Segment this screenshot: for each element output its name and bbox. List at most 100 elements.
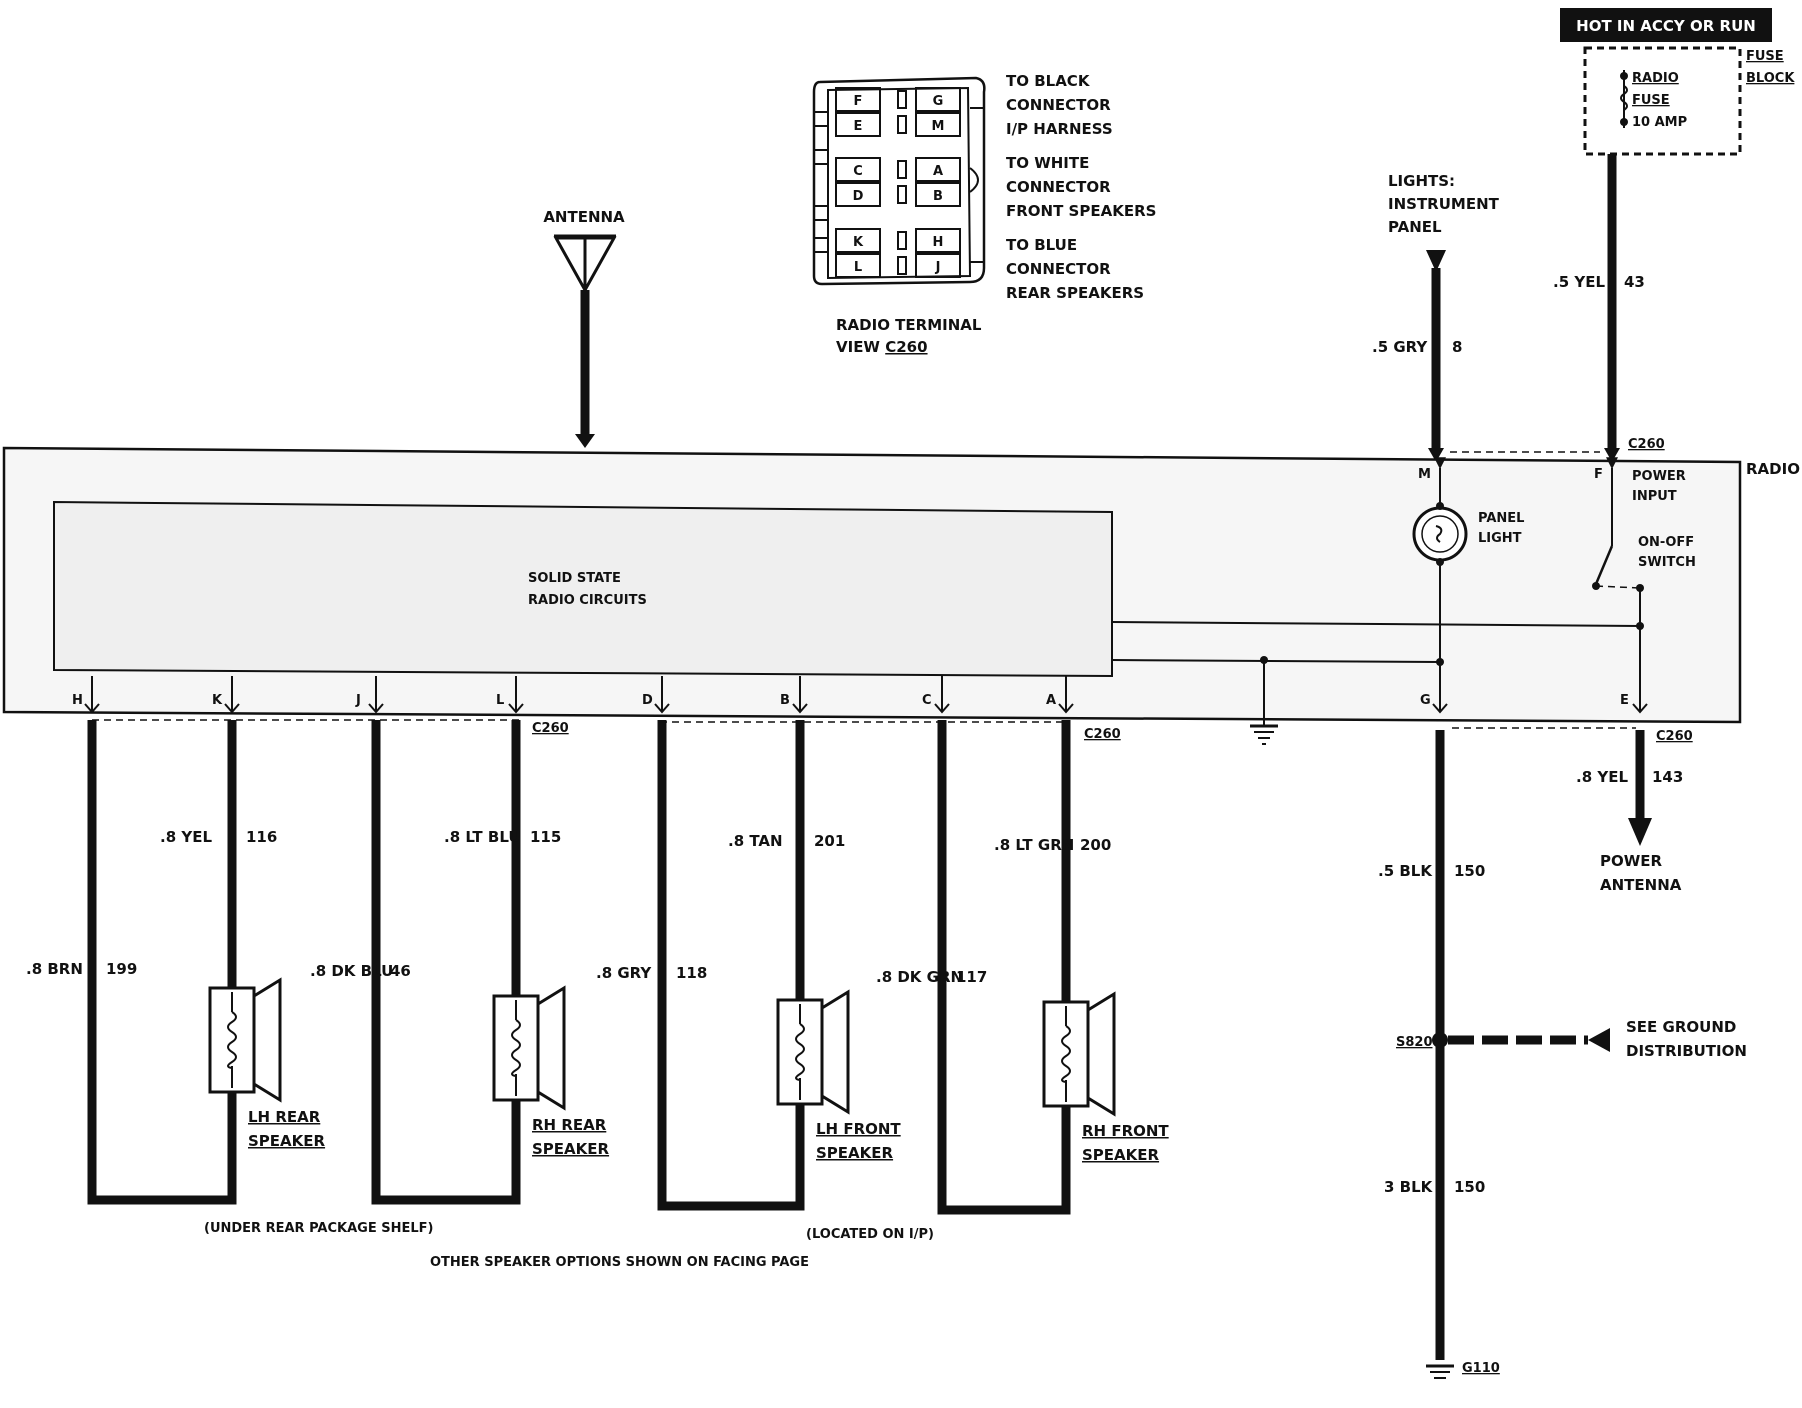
solid-state-circuits-box xyxy=(53,500,1113,678)
connector-keyway xyxy=(897,256,907,275)
connector-keyway xyxy=(897,160,907,179)
splice-label: S820 xyxy=(1396,1035,1433,1050)
fuse-block: RADIO FUSE 10 AMP FUSE BLOCK xyxy=(1583,46,1795,156)
connector-cell xyxy=(915,228,961,253)
note-blue-1: TO BLUE xyxy=(1006,236,1077,254)
pin-arrow-icon xyxy=(1632,703,1648,714)
speaker-cone-icon xyxy=(820,989,850,1115)
connector-cell xyxy=(915,87,961,112)
pin-l: L xyxy=(496,693,504,708)
pin-arrow-icon xyxy=(84,703,100,714)
speaker-name: LH REAR xyxy=(248,1108,321,1126)
lights-label-1: LIGHTS: xyxy=(1388,172,1455,190)
power-antenna-label-2: ANTENNA xyxy=(1600,876,1682,894)
on-off-switch-icon xyxy=(1592,545,1644,592)
wire-circuit-label: 116 xyxy=(246,828,277,846)
power-antenna-label-1: POWER xyxy=(1600,852,1663,870)
c260-rear-ref: C260 xyxy=(532,721,569,736)
fuse-feed-circuit: 43 xyxy=(1624,273,1645,291)
panel-light-bulb-icon xyxy=(1412,502,1468,566)
pin-arrow-icon xyxy=(508,703,524,714)
radio-label: RADIO xyxy=(1746,460,1800,478)
pin-arrow-icon xyxy=(224,703,240,714)
connector-cell xyxy=(915,157,961,182)
fuse-block-label-2: BLOCK xyxy=(1746,71,1795,86)
wire-circuit-label: 46 xyxy=(390,962,411,980)
speaker-name-2: SPEAKER xyxy=(248,1132,326,1150)
pin-k: K xyxy=(212,693,223,708)
pin-d: D xyxy=(642,693,653,708)
hot-in-accy-banner: HOT IN ACCY OR RUN xyxy=(1560,8,1772,42)
note-blue-3: REAR SPEAKERS xyxy=(1006,284,1144,302)
wire-color-label: .8 BRN xyxy=(26,960,83,978)
wire-color-label: .8 LT BLU xyxy=(444,828,521,846)
connector-cell-label: C xyxy=(853,164,863,179)
switch-label-2: SWITCH xyxy=(1638,555,1696,570)
wire-color-label: .8 YEL xyxy=(160,828,212,846)
note-located-ip: (LOCATED ON I/P) xyxy=(806,1227,934,1242)
pin-e: E xyxy=(1620,693,1629,708)
c260-right-ref: C260 xyxy=(1656,729,1693,744)
ground1-circuit: 150 xyxy=(1454,862,1485,880)
note-other-options: OTHER SPEAKER OPTIONS SHOWN ON FACING PA… xyxy=(430,1255,809,1270)
power-ant-color: .8 YEL xyxy=(1576,768,1628,786)
speaker-name: RH FRONT xyxy=(1082,1122,1169,1140)
wire-color-label: .8 GRY xyxy=(596,964,652,982)
connector-cell xyxy=(915,182,961,207)
pin-arrow-icon xyxy=(1058,703,1074,714)
speaker-cone-icon xyxy=(252,977,282,1103)
speaker-wire-loop xyxy=(87,720,237,1205)
voice-coil-icon xyxy=(511,1019,521,1077)
speaker-cone-icon xyxy=(536,985,566,1111)
wire-circuit-label: 118 xyxy=(676,964,707,982)
connector-cell-label: K xyxy=(853,235,864,250)
connector-cell xyxy=(835,112,881,137)
note-white-3: FRONT SPEAKERS xyxy=(1006,202,1156,220)
pin-f: F xyxy=(1594,467,1603,482)
connector-cell-label: J xyxy=(935,260,941,275)
pin-arrow-icon xyxy=(1432,703,1448,714)
note-white-1: TO WHITE xyxy=(1006,154,1089,172)
pin-m: M xyxy=(1418,467,1431,482)
connector-cell xyxy=(915,112,961,137)
connector-cell xyxy=(835,157,881,182)
connector-view-title-2: VIEW C260 xyxy=(836,338,928,356)
voice-coil-icon xyxy=(795,1023,805,1081)
connector-cell-label: D xyxy=(853,189,864,204)
pin-g: G xyxy=(1420,693,1431,708)
ground-dist-label-1: SEE GROUND xyxy=(1626,1018,1736,1036)
fuse-feed-color: .5 YEL xyxy=(1553,273,1605,291)
g110-label: G110 xyxy=(1462,1361,1500,1376)
connector-cell-label: A xyxy=(933,164,943,179)
connector-cell-label: E xyxy=(854,119,863,134)
speaker-name-2: SPEAKER xyxy=(1082,1146,1160,1164)
lights-arrow-icon xyxy=(1426,250,1446,272)
hot-label: HOT IN ACCY OR RUN xyxy=(1576,17,1756,35)
pin-arrow-icon xyxy=(934,703,950,714)
pin-j: J xyxy=(355,693,361,708)
fuse-rating: 10 AMP xyxy=(1632,115,1687,130)
connector-keyway xyxy=(897,115,907,134)
antenna-icon xyxy=(553,234,617,294)
wire-circuit-label: 201 xyxy=(814,832,845,850)
lights-feed-color: .5 GRY xyxy=(1372,338,1428,356)
pin-arrow-icon xyxy=(654,703,670,714)
ground1-color: .5 BLK xyxy=(1378,862,1433,880)
ground-dist-label-2: DISTRIBUTION xyxy=(1626,1042,1747,1060)
speaker-name: LH FRONT xyxy=(816,1120,901,1138)
chassis-ground-icon xyxy=(1250,724,1278,745)
pin-h: H xyxy=(72,693,83,708)
voice-coil-icon xyxy=(1061,1025,1071,1083)
speaker-wire-loop xyxy=(657,720,805,1211)
note-white-2: CONNECTOR xyxy=(1006,178,1111,196)
switch-label-1: ON-OFF xyxy=(1638,535,1694,550)
note-black-1: TO BLACK xyxy=(1006,72,1091,90)
circuits-label-2: RADIO CIRCUITS xyxy=(528,593,647,608)
connector-cell-label: B xyxy=(933,189,943,204)
